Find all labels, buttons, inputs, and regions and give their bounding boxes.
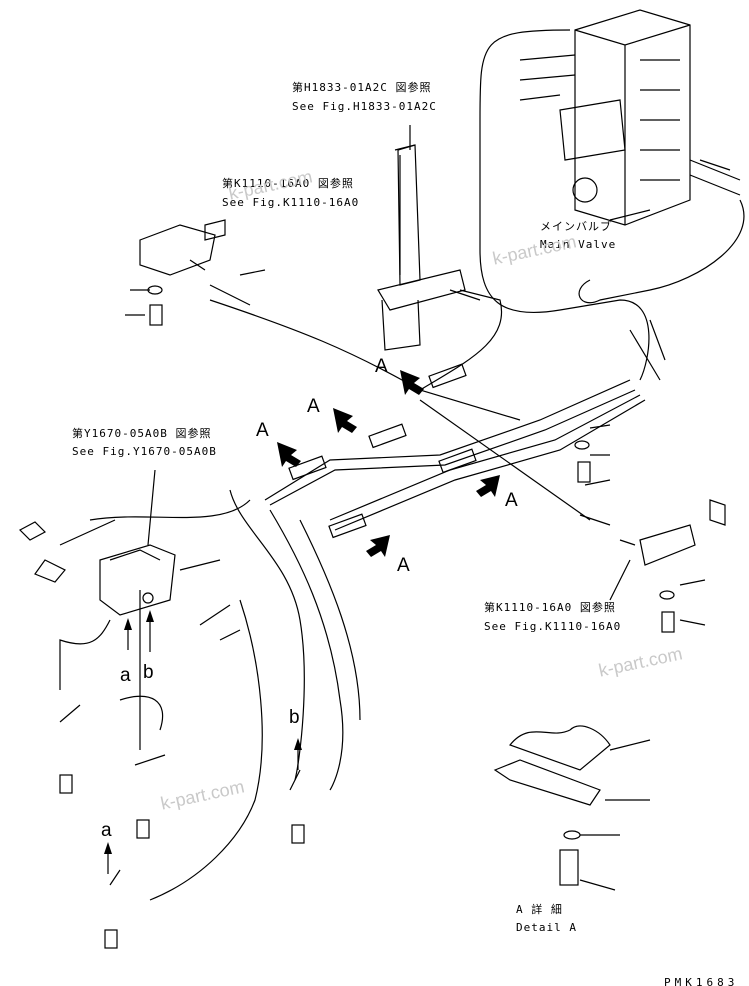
main-valve-jp: メインバルブ: [540, 220, 612, 233]
view-label-a4: A: [505, 490, 518, 511]
ref-k1110-right-en: See Fig.K1110-16A0: [484, 620, 622, 633]
detail-en: Detail A: [516, 921, 577, 934]
view-label-a1: A: [375, 356, 388, 377]
view-arrows: [104, 370, 500, 854]
ref-k1110-top-en: See Fig.K1110-16A0: [222, 196, 360, 209]
view-label-a5: A: [397, 555, 410, 576]
ref-y1670-en: See Fig.Y1670-05A0B: [72, 445, 217, 458]
detail-jp: A 詳 細: [516, 903, 563, 916]
view-label-a: a: [101, 820, 112, 841]
ref-y1670-jp: 第Y1670-05A0B 図参照: [72, 427, 212, 440]
view-label-a3: A: [256, 420, 269, 441]
view-label-b-small: b: [143, 662, 154, 683]
ref-k1110-top-jp: 第K1110-16A0 図参照: [222, 177, 354, 190]
tube: [209, 299, 521, 421]
pilot-valve-drawing: [99, 544, 176, 616]
drawing-code: PMK1683: [664, 976, 739, 986]
main-valve-en: Main Valve: [540, 238, 617, 251]
bracket-drawing: [377, 144, 466, 351]
view-label-a-small: a: [120, 665, 131, 686]
view-label-a2: A: [307, 396, 320, 417]
ref-h1833-jp: 第H1833-01A2C 図参照: [292, 81, 432, 94]
ref-h1833-en: See Fig.H1833-01A2C: [292, 100, 437, 113]
main-valve-drawing: [519, 9, 741, 226]
clamps: [288, 363, 477, 539]
detail-a-drawing: [493, 725, 651, 891]
tube-loop: [479, 29, 650, 381]
view-label-b: b: [289, 707, 300, 728]
ref-k1110-right-jp: 第K1110-16A0 図参照: [484, 601, 616, 614]
